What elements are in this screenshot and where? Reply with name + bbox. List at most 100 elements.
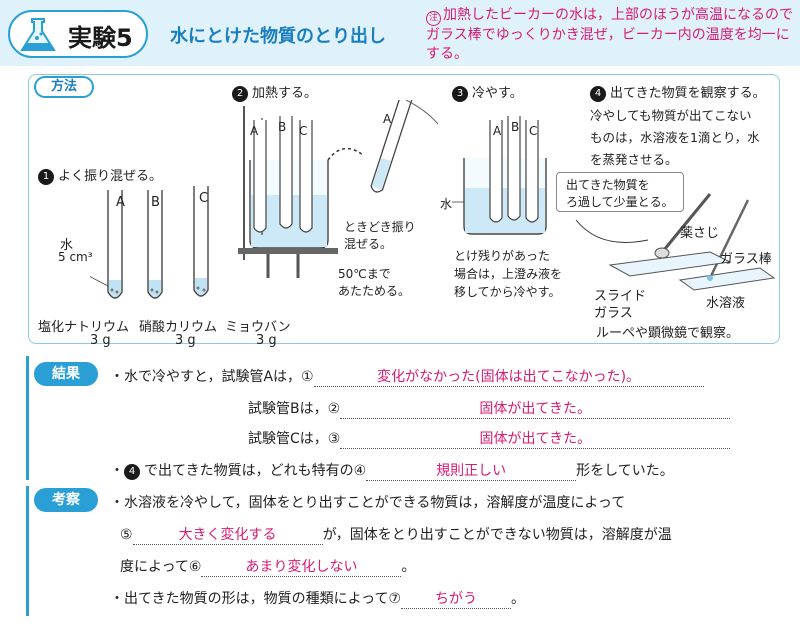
- experiment-badge-label: 実験5: [68, 24, 133, 52]
- discussion-line-1: ・水溶液を冷やして，固体をとり出すことができる物質は，溶解度が温度によって: [110, 495, 626, 511]
- answer-2: 固体が出てきた。: [340, 398, 731, 419]
- discussion-line-4-prefix: ・出てきた物質の形は，物質の種類によって: [110, 591, 389, 607]
- step-3-heading: 3 冷やす。: [452, 82, 523, 102]
- step3-tube-b-label: B: [511, 120, 520, 134]
- step3-tube-c-label: C: [529, 124, 538, 138]
- result-line-1-prefix: ・水で冷やすと，試験管Aは，: [110, 369, 302, 385]
- spoon-label: 薬さじ: [680, 226, 720, 241]
- step2-tube-a-label: A: [250, 124, 259, 138]
- observe-note: ルーペや顕微鏡で観察。: [596, 326, 740, 341]
- discussion-side-bar: [26, 486, 29, 616]
- dissolve-note-line3: 移してから冷やす。: [454, 285, 561, 299]
- result-line-3-prefix: 試験管Cは，: [248, 431, 328, 447]
- discussion-line-3-prefix: 度によって: [120, 559, 189, 575]
- step-1-number: 1: [38, 169, 54, 185]
- experiment-title: 水にとけた物質のとり出し: [170, 26, 386, 47]
- step-4-slide-illustration: [575, 193, 776, 291]
- method-panel: [28, 74, 780, 344]
- flask-icon: [20, 18, 56, 51]
- answer-4: 規則正しい: [366, 460, 577, 481]
- filter-note-box: [556, 172, 684, 212]
- step4-note-line2: ものは，水溶液を1滴とり，水: [590, 130, 760, 145]
- mark-3: ③: [327, 431, 341, 447]
- substance-2-name: 硝酸カリウム: [139, 320, 218, 335]
- step-1-text: よく振り混ぜる。: [58, 169, 163, 184]
- answer-3: 固体が出てきた。: [340, 428, 731, 449]
- result-line-4-suffix: 形をしていた。: [576, 463, 674, 479]
- step-4-text: 出てきた物質を観察する。: [610, 86, 766, 101]
- step-2-heating-illustration: [238, 100, 439, 278]
- method-label: 方法: [34, 76, 94, 98]
- step2-tube-c-label: C: [299, 124, 308, 138]
- filter-note-line1: 出てきた物質を: [566, 178, 650, 192]
- filter-note-line2: ろ過して少量とる。: [566, 195, 674, 209]
- mark-4: ④: [353, 463, 367, 479]
- cool-water-label: 水: [440, 197, 453, 211]
- discussion-line-2-suffix: が，固体をとり出すことができない物質は，溶解度が温: [322, 527, 672, 543]
- caution-note-text: 加熱したビーカーの水は，上部のほうが高温になるのでガラス棒でゆっくりかき混ぜ，ビ…: [426, 7, 793, 62]
- mark-1: ①: [301, 369, 314, 385]
- step-2-heading: 2 加熱する。: [232, 82, 317, 102]
- results-side-bar: [26, 356, 29, 480]
- caution-icon: 注: [426, 11, 441, 26]
- step-2-text: 加熱する。: [252, 86, 318, 101]
- discussion-line-3-suffix: 。: [401, 559, 416, 575]
- dissolve-note-line1: とけ残りがあった: [454, 249, 551, 263]
- step4-note-line3: を蒸発させる。: [590, 152, 678, 167]
- dissolve-note-line2: 場合は，上澄み液を: [454, 267, 563, 281]
- answer-5: 大きく変化する: [132, 524, 323, 545]
- solution-label: 水溶液: [706, 296, 746, 311]
- step-4-heading: 4 出てきた物質を観察する。: [590, 82, 766, 102]
- result-line-4-number: 4: [124, 464, 140, 480]
- mark-5: ⑤: [120, 527, 133, 543]
- tube-c-label: C: [199, 191, 209, 206]
- shake-note-line1: ときどき振り: [344, 220, 416, 234]
- substance-1-amount: 3 g: [90, 333, 111, 348]
- step-3-text: 冷やす。: [472, 86, 523, 101]
- substance-3-amount: 3 g: [256, 333, 277, 348]
- discussion-line-4-suffix: 。: [511, 591, 526, 607]
- step-2-number: 2: [232, 86, 248, 102]
- step-3-cooling-illustration: [452, 116, 547, 235]
- substance-3-name: ミョウバン: [225, 320, 291, 335]
- answer-6: あまり変化しない: [201, 556, 402, 577]
- step3-tube-a-label: A: [493, 124, 502, 138]
- step-4-number: 4: [590, 86, 606, 102]
- discussion-label: 考察: [34, 488, 98, 512]
- caution-note: 注加熱したビーカーの水は，上部のほうが高温になるのでガラス棒でゆっくりかき混ぜ，…: [426, 6, 794, 64]
- step-3-number: 3: [452, 86, 468, 102]
- result-line-4-prefix: で出てきた物質は，どれも特有の: [144, 463, 354, 479]
- step4-note-line1: 冷やしても物質が出てこない: [590, 108, 752, 123]
- experiment-badge: 実験5: [8, 10, 148, 58]
- answer-7: ちがう: [401, 588, 512, 609]
- step-1-test-tubes-illustration: [90, 186, 209, 299]
- water-amount-label: 5 cm³: [58, 250, 93, 264]
- mark-7: ⑦: [388, 591, 402, 607]
- substance-2-amount: 3 g: [175, 333, 196, 348]
- slide-label-line2: ガラス: [594, 306, 633, 321]
- mark-6: ⑥: [188, 559, 202, 575]
- heat-note-line2: あたためる。: [338, 284, 411, 298]
- held-tube-a-label: A: [383, 112, 392, 126]
- step2-tube-b-label: B: [278, 120, 287, 134]
- answer-1: 変化がなかった(固体は出てこなかった)。: [313, 366, 704, 387]
- tube-a-label: A: [116, 195, 125, 210]
- glass-rod-label: ガラス棒: [720, 252, 772, 267]
- mark-2: ②: [327, 401, 341, 417]
- result-line-2-prefix: 試験管Bは，: [248, 401, 328, 417]
- step-1-heading: 1 よく振り混ぜる。: [38, 165, 162, 185]
- shake-note-line2: 混ぜる。: [344, 237, 393, 251]
- slide-label-line1: スライド: [594, 289, 647, 304]
- substance-1-name: 塩化ナトリウム: [38, 320, 130, 335]
- heat-note-line1: 50℃まで: [338, 267, 391, 281]
- water-label: 水: [60, 238, 74, 253]
- tube-b-label: B: [151, 195, 160, 210]
- results-label: 結果: [34, 362, 98, 386]
